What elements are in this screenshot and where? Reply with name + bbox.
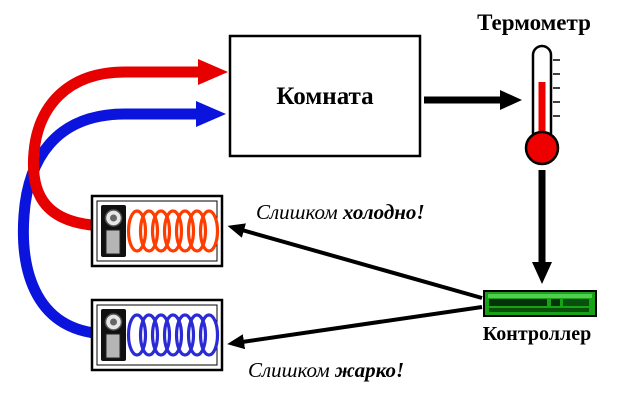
- heater-coil-icon: [126, 209, 220, 253]
- too-hot-text: Слишком жарко!: [248, 358, 404, 382]
- room-label: Комната: [276, 83, 374, 110]
- too-hot-emphasis: жарко: [334, 358, 396, 382]
- controller-device-icon: [483, 290, 597, 317]
- cold-flow-arrow: [17, 101, 226, 340]
- too-cold-suffix: !: [416, 200, 424, 224]
- thermometer-node: Термометр: [477, 10, 591, 166]
- too-cold-prefix: Слишком: [256, 200, 343, 224]
- too-cold-text: Слишком холодно!: [256, 200, 425, 224]
- controller-node: Контроллер: [483, 290, 597, 345]
- heater-device-icon: [90, 194, 224, 268]
- controller-to-cooler-arrow: [227, 305, 483, 350]
- room-box: [228, 34, 422, 158]
- too-cold-emphasis: холодно: [342, 200, 417, 224]
- hot-flow-arrow: [27, 59, 228, 232]
- cooler-coil-icon: [126, 313, 220, 357]
- thermometer-label: Термометр: [477, 10, 591, 35]
- heater-switch-icon: [105, 229, 121, 255]
- too-hot-prefix: Слишком: [248, 358, 335, 382]
- too-hot-suffix: !: [396, 358, 404, 382]
- cooler-switch-icon: [105, 333, 121, 359]
- thermometer-bulb: [524, 130, 560, 166]
- thermometer-ticks: [553, 59, 560, 117]
- controller-to-heater-arrow: [227, 223, 483, 300]
- cooler-device-icon: [90, 298, 224, 372]
- thermometer-fluid-column: [538, 82, 546, 144]
- room-node: Комната: [228, 34, 422, 158]
- controller-label: Контроллер: [483, 323, 591, 345]
